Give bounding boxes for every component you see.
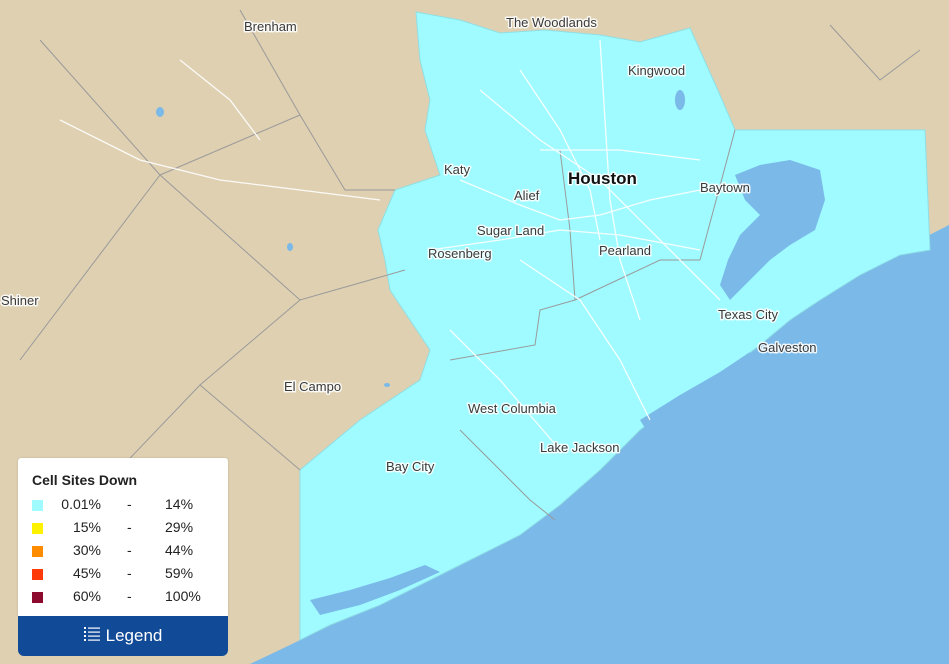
legend-separator: -: [127, 588, 132, 604]
city-labels: The Woodlands Brenham Kingwood Katy Hous…: [0, 14, 818, 476]
city-label-galveston: Galveston: [758, 340, 817, 355]
city-label-west-columbia: West Columbia: [468, 401, 557, 416]
city-label-alief: Alief: [514, 188, 540, 203]
legend-item: 0.01% - 14%: [32, 496, 222, 514]
legend-min: 30%: [72, 542, 101, 558]
city-label-katy: Katy: [444, 162, 471, 177]
county-borders: [19, 9, 921, 521]
legend-separator: -: [127, 519, 132, 535]
legend-swatch: [32, 546, 43, 557]
legend-separator: -: [127, 542, 132, 558]
west-bay: [640, 352, 750, 428]
legend-toggle-button[interactable]: Legend: [18, 616, 228, 656]
city-label-sugar-land: Sugar Land: [477, 223, 544, 238]
gulf-of-mexico: [250, 225, 949, 664]
city-label-lake-jackson: Lake Jackson: [540, 440, 620, 455]
legend-title: Cell Sites Down: [32, 472, 138, 488]
city-label-houston: Houston: [568, 169, 637, 188]
city-label-baytown: Baytown: [700, 180, 750, 195]
legend-max: 14%: [165, 496, 194, 512]
city-label-shiner: Shiner: [1, 293, 39, 308]
legend-max: 29%: [165, 519, 194, 535]
legend-max: 44%: [165, 542, 194, 558]
city-label-bay-city: Bay City: [386, 459, 435, 474]
legend-min: 15%: [72, 519, 101, 535]
city-label-pearland: Pearland: [599, 243, 651, 258]
matagorda-bay: [310, 565, 440, 615]
list-icon: [83, 626, 100, 647]
legend-swatch: [32, 569, 43, 580]
legend-item: 15% - 29%: [32, 519, 222, 537]
legend-separator: -: [127, 496, 132, 512]
city-label-kingwood: Kingwood: [628, 63, 685, 78]
city-label-el-campo: El Campo: [284, 379, 341, 394]
legend-item: 45% - 59%: [32, 565, 222, 583]
legend-swatch: [32, 523, 43, 534]
legend-button-label: Legend: [105, 626, 163, 645]
city-label-rosenberg: Rosenberg: [428, 246, 492, 261]
galveston-bay: [720, 160, 825, 300]
legend-panel: Cell Sites Down 0.01% - 14% 15% - 29% 30…: [18, 458, 228, 616]
legend-item: 60% - 100%: [32, 588, 222, 606]
legend-min: 45%: [72, 565, 101, 581]
city-label-the-woodlands: The Woodlands: [506, 15, 597, 30]
legend-max: 59%: [165, 565, 194, 581]
lakes: [156, 90, 685, 387]
legend-min: 60%: [72, 588, 101, 604]
legend-separator: -: [127, 565, 132, 581]
legend-min: 0.01%: [61, 496, 101, 512]
city-label-texas-city: Texas City: [718, 307, 778, 322]
legend-swatch: [32, 500, 43, 511]
city-label-brenham: Brenham: [244, 19, 297, 34]
legend-swatch: [32, 592, 43, 603]
legend-item: 30% - 44%: [32, 542, 222, 560]
road-network: [59, 39, 721, 451]
legend-max: 100%: [165, 588, 201, 604]
